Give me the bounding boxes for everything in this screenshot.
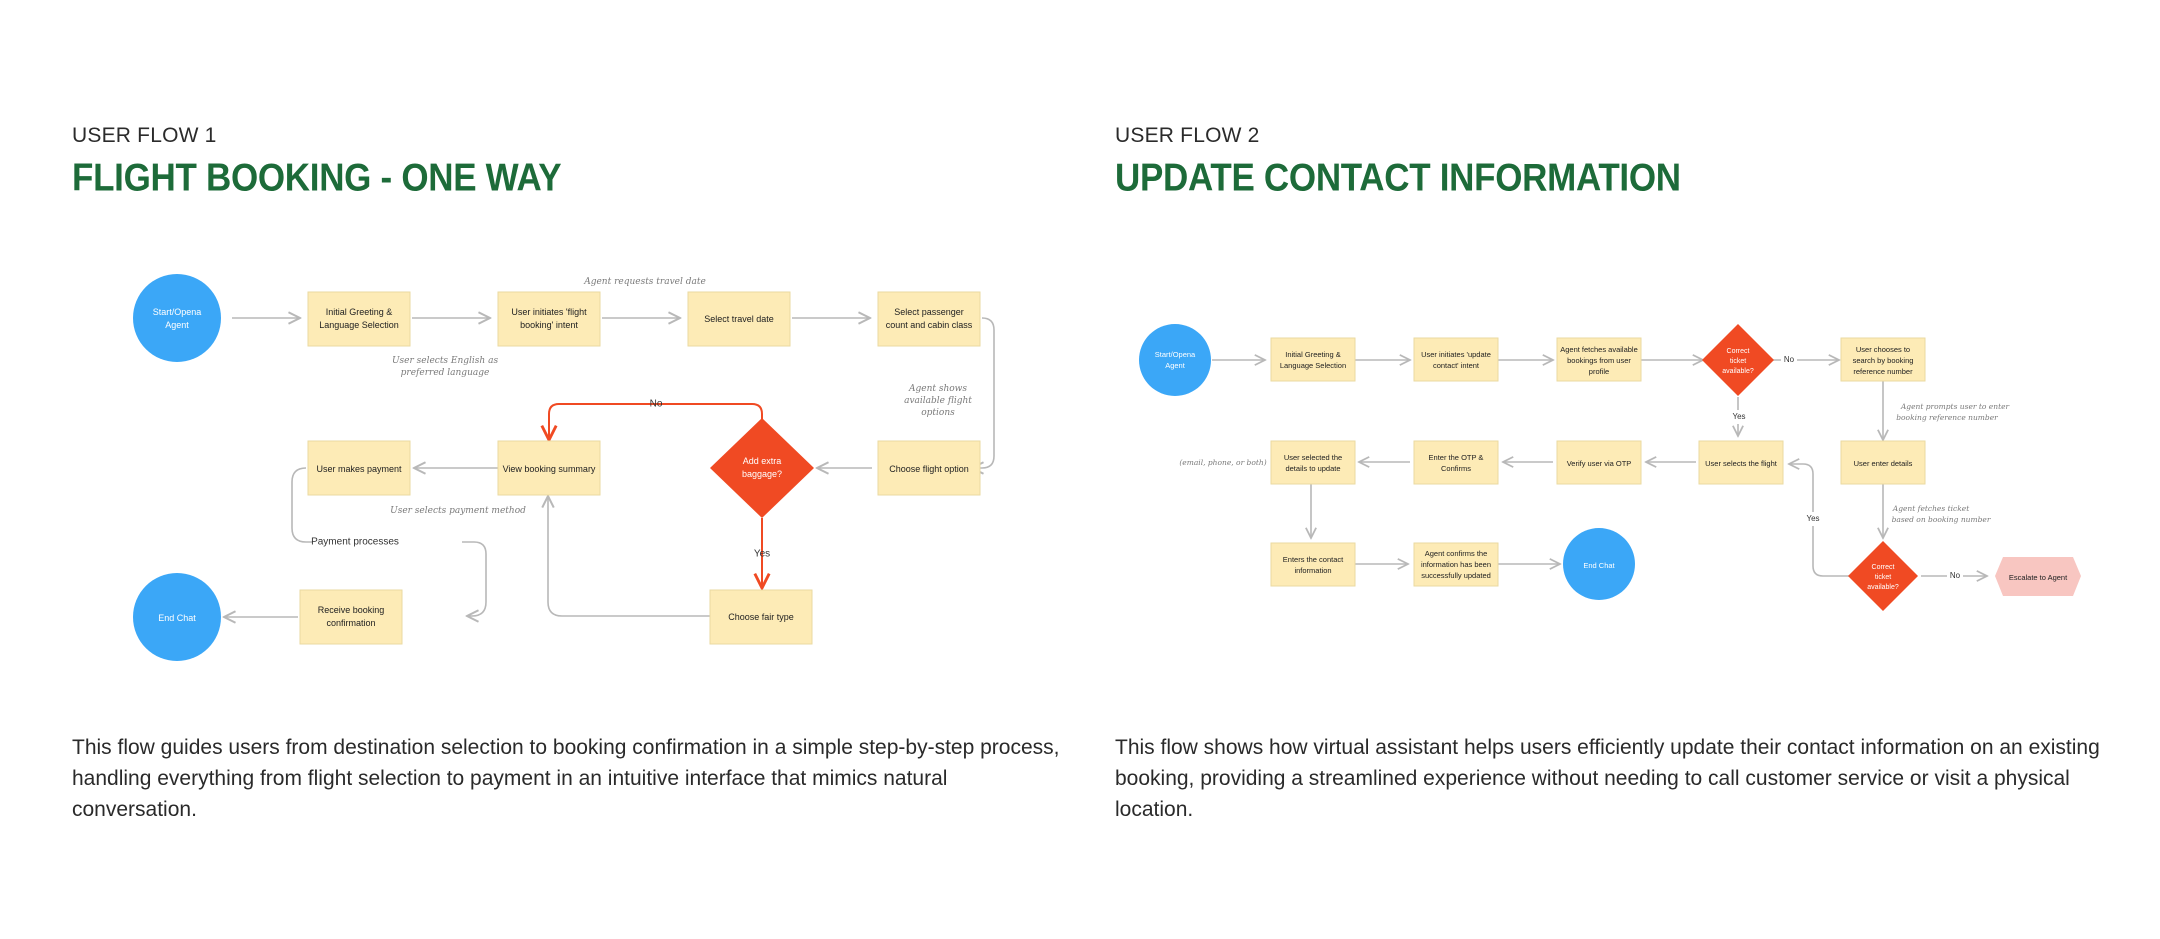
flow-2-edge-label-no-2: No xyxy=(1950,571,1961,580)
svg-text:User makes payment: User makes payment xyxy=(316,464,402,474)
flow-1-fair-type-node: Choose fair type xyxy=(709,589,813,645)
flow-2-enter-details-node: User enter details xyxy=(1840,440,1926,485)
flow-1-edge-label-no: No xyxy=(650,399,663,410)
flow-1-description: This flow guides users from destination … xyxy=(72,736,1060,821)
svg-text:View booking summary: View booking summary xyxy=(503,464,596,474)
flow-2-edge-label-yes-2: Yes xyxy=(1806,514,1819,523)
flow-1-end-node: End Chat xyxy=(133,573,221,661)
flow-1-title: FLIGHT BOOKING - ONE WAY xyxy=(72,156,562,200)
flow-2-greeting-node: Initial Greeting &Language Selection xyxy=(1270,337,1356,382)
flow-2-note-email: (email, phone, or both) xyxy=(1179,458,1266,467)
svg-text:End Chat: End Chat xyxy=(1583,561,1615,570)
svg-text:Choose flight option: Choose flight option xyxy=(889,464,969,474)
flow-2-verify-node: Verify user via OTP xyxy=(1556,440,1642,485)
flow-1-travel-date-node: Select travel date xyxy=(687,291,791,347)
flow-2-title: UPDATE CONTACT INFORMATION xyxy=(1115,156,1681,200)
flow-1-edge-label-payment-processes: Payment processes xyxy=(311,537,399,548)
flow-1-greeting-node: Initial Greeting &Language Selection xyxy=(307,291,411,347)
flow-2-otp-node: Enter the OTP &Confirms xyxy=(1413,440,1499,485)
svg-text:End Chat: End Chat xyxy=(158,613,196,623)
flow-2-end-node: End Chat xyxy=(1563,528,1635,600)
flow-2-selects-flight-node: User selects the flight xyxy=(1698,440,1784,485)
flow-1-label: USER FLOW 1 xyxy=(72,124,217,147)
svg-text:Escalate to Agent: Escalate to Agent xyxy=(2009,573,2068,582)
flow-1-edge-label-yes: Yes xyxy=(754,549,770,560)
flow-2-description: This flow shows how virtual assistant he… xyxy=(1115,736,2100,821)
svg-text:Enter the OTP &Confirms: Enter the OTP &Confirms xyxy=(1429,453,1484,473)
flow-panel-1: USER FLOW 1 FLIGHT BOOKING - ONE WAY xyxy=(72,0,1072,939)
flow-1-summary-node: View booking summary xyxy=(497,440,601,496)
flow-1-payment-node: User makes payment xyxy=(307,440,411,496)
flow-1-edges xyxy=(224,318,995,617)
flow-2-escalate-node: Escalate to Agent xyxy=(1995,557,2081,596)
svg-text:Initial Greeting &Language Sel: Initial Greeting &Language Selection xyxy=(1280,350,1346,370)
svg-text:User enter details: User enter details xyxy=(1854,459,1913,468)
svg-text:Verify user via OTP: Verify user via OTP xyxy=(1567,459,1632,468)
flow-2-edge-label-no: No xyxy=(1784,355,1795,364)
flow-panel-2: USER FLOW 2 UPDATE CONTACT INFORMATION xyxy=(1115,0,2115,939)
flow-2-label: USER FLOW 2 xyxy=(1115,124,1260,147)
flow-2-edge-label-yes: Yes xyxy=(1732,412,1745,421)
svg-text:Select travel date: Select travel date xyxy=(704,314,774,324)
flow-1-flight-option-node: Choose flight option xyxy=(877,440,981,496)
flow-1-note-travel-date: Agent requests travel date xyxy=(583,277,706,287)
flow-1-note-payment-method: User selects payment method xyxy=(390,506,526,516)
svg-text:User selects the flight: User selects the flight xyxy=(1705,459,1778,468)
svg-text:Choose fair type: Choose fair type xyxy=(728,612,794,622)
svg-text:Initial Greeting &Language Sel: Initial Greeting &Language Selection xyxy=(319,307,399,330)
